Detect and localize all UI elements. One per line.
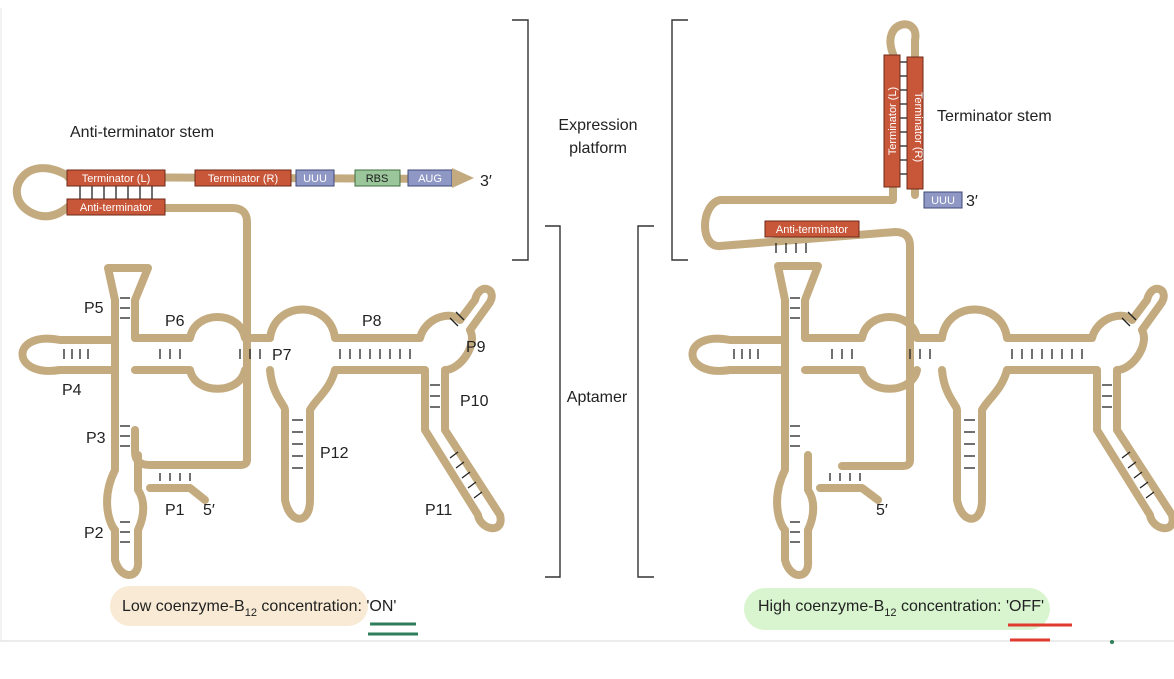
right-uuu-label: UUU (931, 195, 955, 207)
helix-p10-label: P10 (460, 393, 489, 410)
left-arrowhead (452, 168, 474, 188)
left-rbs-label: RBS (366, 173, 389, 185)
helix-p11-label: P11 (425, 502, 452, 519)
right-three-prime: 3′ (966, 193, 978, 210)
helix-p2-label: P2 (84, 525, 104, 542)
expression-bracket-right (671, 19, 688, 261)
stray-dot (1110, 640, 1114, 644)
left-terminator-l-box: Terminator (L) (66, 169, 166, 187)
right-panel: Terminator (L) Terminator (R) UUU Anti-t… (688, 20, 1174, 644)
expression-label-1: Expression (558, 117, 637, 134)
left-anti-terminator-box: Anti-terminator (66, 198, 166, 216)
helix-p7-label: P7 (272, 347, 292, 364)
left-terminator-r-label: Terminator (R) (208, 173, 278, 185)
left-rbs-box: RBS (354, 169, 401, 187)
left-caption-bg (110, 586, 368, 626)
right-uuu-box: UUU (923, 191, 963, 209)
right-terminator-l-box: Terminator (L) (883, 54, 901, 188)
left-stem-label: Anti-terminator stem (70, 124, 214, 141)
expression-label-2: platform (569, 140, 627, 157)
off-state-text: 'OFF' (1006, 598, 1044, 615)
left-three-prime: 3′ (480, 173, 492, 190)
left-caption: Low coenzyme-B12 concentration: 'ON' (122, 598, 396, 619)
aptamer-label: Aptamer (567, 389, 628, 406)
middle-brackets: Expression platform Aptamer (512, 19, 688, 578)
left-anti-terminator-label: Anti-terminator (80, 202, 152, 214)
right-terminator-l-label: Terminator (L) (887, 87, 899, 155)
right-caption-bg (744, 588, 1050, 630)
helix-p3-label: P3 (86, 430, 106, 447)
right-terminator-r-label: Terminator (R) (912, 92, 924, 162)
helix-p4-label: P4 (62, 382, 82, 399)
right-stem-label: Terminator stem (937, 108, 1052, 125)
left-terminator-l-label: Terminator (L) (82, 173, 150, 185)
left-five-prime: 5′ (203, 502, 215, 519)
aptamer-bracket-right (637, 225, 654, 578)
aptamer-bracket-left (545, 225, 561, 578)
right-terminator-r-box: Terminator (R) (906, 56, 924, 190)
left-uuu-box: UUU (295, 169, 335, 187)
left-base-pairs (63, 186, 483, 543)
right-rna-strand (688, 20, 1174, 579)
helix-p6-label: P6 (165, 313, 185, 330)
helix-p9-label: P9 (466, 339, 486, 356)
helix-p12-label: P12 (320, 445, 349, 462)
right-anti-terminator-label: Anti-terminator (776, 224, 848, 236)
right-base-pairs (733, 61, 1155, 543)
right-caption: High coenzyme-B12 concentration: 'OFF' (758, 598, 1044, 619)
on-state-text: 'ON' (366, 598, 396, 615)
helix-p1-label: P1 (165, 502, 185, 519)
helix-p5-label: P5 (84, 300, 104, 317)
left-aug-label: AUG (418, 173, 442, 185)
right-anti-terminator-box: Anti-terminator (764, 220, 860, 238)
helix-p8-label: P8 (362, 313, 382, 330)
left-uuu-label: UUU (303, 173, 327, 185)
expression-bracket-left (512, 19, 529, 261)
left-aug-box: AUG (407, 169, 453, 187)
left-panel: Terminator (L) Anti-terminator Terminato… (12, 124, 505, 636)
right-five-prime: 5′ (876, 502, 888, 519)
left-terminator-r-box: Terminator (R) (194, 169, 292, 187)
